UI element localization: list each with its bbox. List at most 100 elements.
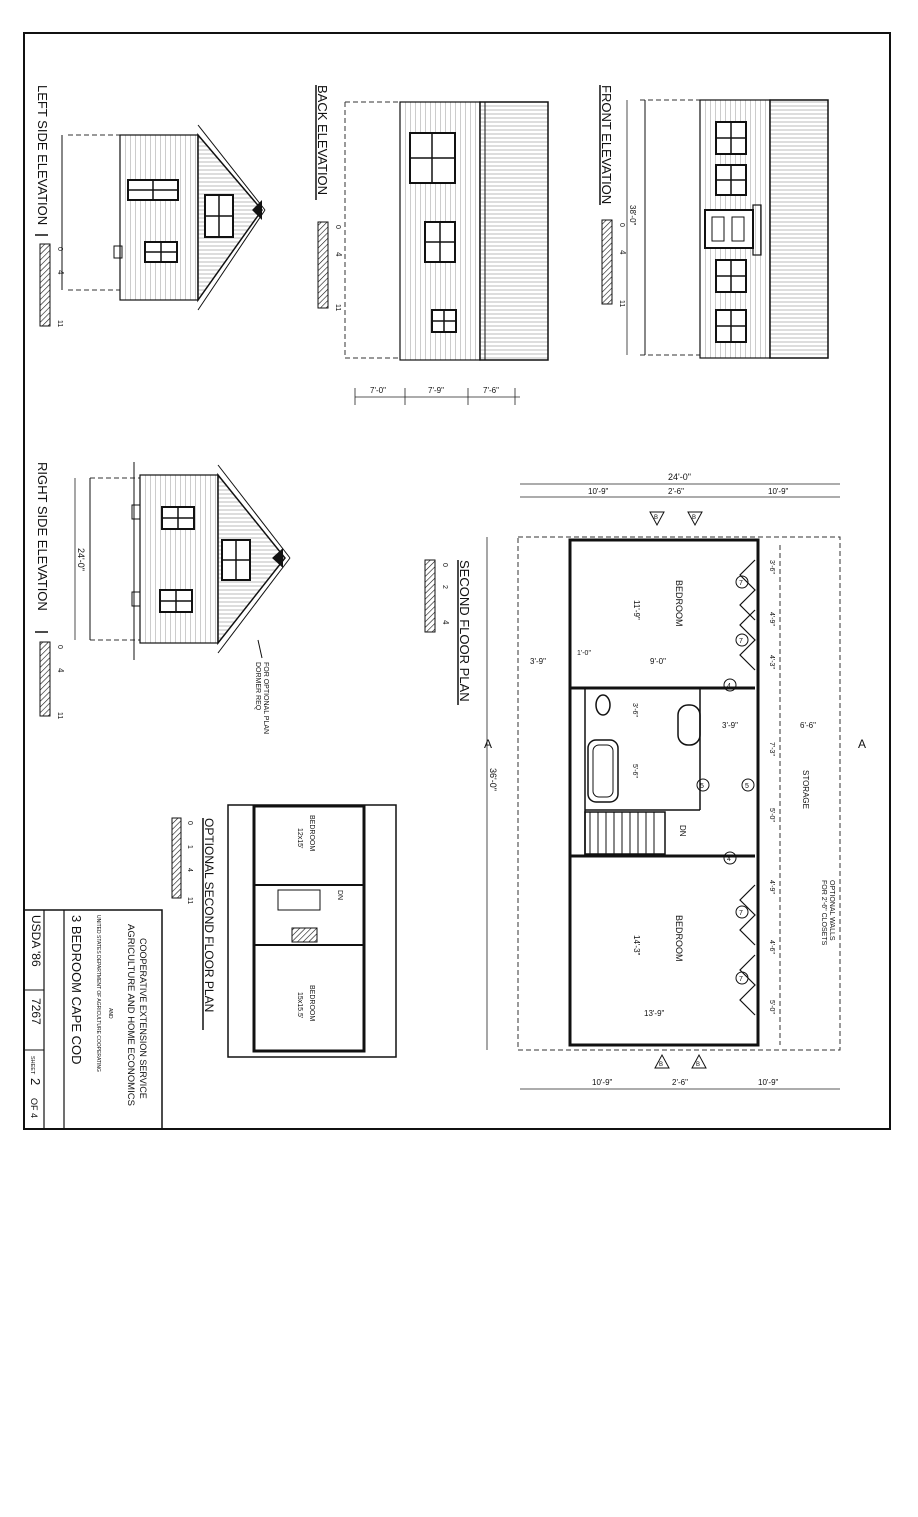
tag-5: 5 xyxy=(700,783,704,790)
back-dim-1: 7'-0" xyxy=(370,386,386,395)
tag-7b: 7 xyxy=(739,638,743,645)
back-dim-2: 7'-9" xyxy=(428,386,444,395)
back-scale-11: 11 xyxy=(334,304,341,311)
dim-7-3: 7'-3" xyxy=(768,742,775,756)
left-scale-4: 4 xyxy=(56,270,65,275)
opt-scale-4: 4 xyxy=(186,868,193,872)
tag-7c: 7 xyxy=(739,910,743,917)
sheet-prefix: SHEET xyxy=(29,1056,35,1075)
plan-scale-0: 0 xyxy=(441,563,448,567)
front-scale: 0 4 11 xyxy=(601,219,627,307)
right-scale-0: 0 xyxy=(56,645,63,649)
right-scale-11: 11 xyxy=(56,712,63,719)
right-side-elevation: RIGHT SIDE ELEVATION 0 4 11 24'-0" DORME… xyxy=(35,462,291,734)
right-height-dim: 24'-0" xyxy=(76,548,86,571)
top-right-dim: 10'-9" xyxy=(768,487,789,496)
dim-6-6: 6'-6" xyxy=(800,721,816,730)
opt-bedroom-2: BEDROOM xyxy=(308,985,315,1021)
opt-bedroom-1-size: 12x15' xyxy=(296,828,303,848)
right-elevation-title: RIGHT SIDE ELEVATION xyxy=(35,462,50,611)
left-scale: 0 4 11 xyxy=(39,243,65,327)
left-scale-0: 0 xyxy=(56,247,63,251)
dim-4-9a: 4'-9" xyxy=(768,612,775,626)
bottom-right-dim: 10'-9" xyxy=(758,1078,779,1087)
dim-4-9b: 4'-9" xyxy=(768,880,775,894)
sheet-border xyxy=(23,32,891,1130)
tag-b1: B xyxy=(654,515,658,521)
dim-4-6: 4'-6" xyxy=(768,940,775,954)
overall-width-dim: 24'-0" xyxy=(668,472,691,482)
right-scale: 0 4 11 xyxy=(39,641,65,719)
toilet xyxy=(595,694,611,716)
plan-number: 7267 xyxy=(29,998,43,1025)
plan-exterior-walls xyxy=(568,538,760,1047)
back-scale-4: 4 xyxy=(334,252,343,257)
right-wall xyxy=(139,474,219,644)
room-bedroom-1: BEDROOM xyxy=(674,580,684,627)
left-wall xyxy=(119,134,199,301)
overall-length-dim: 36'-0" xyxy=(488,768,498,791)
back-elevation: BACK ELEVATION 0 4 11 7'-0" 7'-9" 7'-6" xyxy=(315,85,549,405)
title-block: COOPERATIVE EXTENSION SERVICE AGRICULTUR… xyxy=(23,909,163,1130)
front-elevation: FRONT ELEVATION 38'-0" 0 4 11 xyxy=(599,85,829,359)
right-scale-4: 4 xyxy=(56,668,65,673)
opt-scale-11: 11 xyxy=(186,897,193,904)
opt-bedroom-1: BEDROOM xyxy=(308,815,315,851)
sheet-of: OF 4 xyxy=(29,1098,39,1118)
door-tags: 7 7 7 7 4 4 5 5 xyxy=(696,575,755,985)
room-bedroom-2: BEDROOM xyxy=(674,915,684,962)
front-scale-11: 11 xyxy=(618,300,625,307)
opt-bedroom-2-size: 15x15.5' xyxy=(296,992,303,1018)
tag-b3: B xyxy=(659,1062,663,1068)
dim-1-0: 1'-0" xyxy=(577,650,591,657)
right-gable xyxy=(217,472,286,646)
stair-dn-label: DN xyxy=(678,825,687,837)
front-height-dim: 38'-0" xyxy=(628,205,637,226)
agency-line-2: AGRICULTURE AND HOME ECONOMICS xyxy=(125,924,136,1106)
usda-line: UNITED STATES DEPARTMENT OF AGRICULTURE … xyxy=(95,915,101,1072)
left-elevation-title: LEFT SIDE ELEVATION xyxy=(35,85,50,225)
bottom-mid-dim: 2'-6" xyxy=(672,1078,688,1087)
dim-5-6: 5'-6" xyxy=(631,764,638,778)
bathtub xyxy=(587,739,619,803)
back-elevation-title: BACK ELEVATION xyxy=(315,85,330,195)
plan-name: 3 BEDROOM CAPE COD xyxy=(69,915,84,1065)
dim-5-0a: 5'-0" xyxy=(768,808,775,822)
tag-b2: B xyxy=(692,515,696,521)
tag-4b: 4 xyxy=(727,856,731,863)
tag-b4: B xyxy=(696,1062,700,1068)
tag-5b: 5 xyxy=(745,783,749,790)
dim-5-0b: 5'-0" xyxy=(768,1000,775,1014)
dim-3-6: 3'-6" xyxy=(631,703,638,717)
optional-second-floor-plan: OPTIONAL SECOND FLOOR PLAN 0 1 4 11 BEDR… xyxy=(171,804,397,1058)
back-scale-0: 0 xyxy=(334,225,341,229)
opt-scale-0: 0 xyxy=(186,821,193,825)
room-storage: STORAGE xyxy=(801,770,810,809)
bottom-left-dim: 10'-9" xyxy=(592,1078,613,1087)
section-a-right: A xyxy=(858,737,866,751)
dim-13-9: 13'-9" xyxy=(644,1009,665,1018)
dim-9-0: 9'-0" xyxy=(650,657,666,666)
optional-walls-note-1: OPTIONAL WALLS xyxy=(828,880,835,941)
front-roof xyxy=(769,99,829,359)
optional-scale: 0 1 4 11 xyxy=(171,817,193,904)
optional-walls-note-2: FOR 2'-6" CLOSETS xyxy=(820,880,827,946)
plan-scale-4: 4 xyxy=(441,620,450,625)
opt-dn-label: DN xyxy=(336,890,343,900)
dormer-note-1: DORMER REQ xyxy=(254,662,261,711)
left-side-elevation: LEFT SIDE ELEVATION 0 4 11 xyxy=(35,85,266,327)
section-a-left: A xyxy=(484,737,492,751)
plan-scale-2: 2 xyxy=(441,585,448,589)
plan-dashed-outline xyxy=(517,536,841,1051)
sheet-number: 2 xyxy=(28,1078,43,1085)
dim-3-6b: 3'-6" xyxy=(768,560,775,574)
dormer-note-2: FOR OPTIONAL PLAN xyxy=(262,662,269,734)
optional-plan-title: OPTIONAL SECOND FLOOR PLAN xyxy=(202,818,216,1012)
usda-label: USDA '86 xyxy=(29,915,43,967)
dim-3-9b: 3'-9" xyxy=(722,721,738,730)
tag-7a: 7 xyxy=(739,580,743,587)
dim-4-3: 4'-3" xyxy=(768,655,775,669)
back-dim-3: 7'-6" xyxy=(483,386,499,395)
